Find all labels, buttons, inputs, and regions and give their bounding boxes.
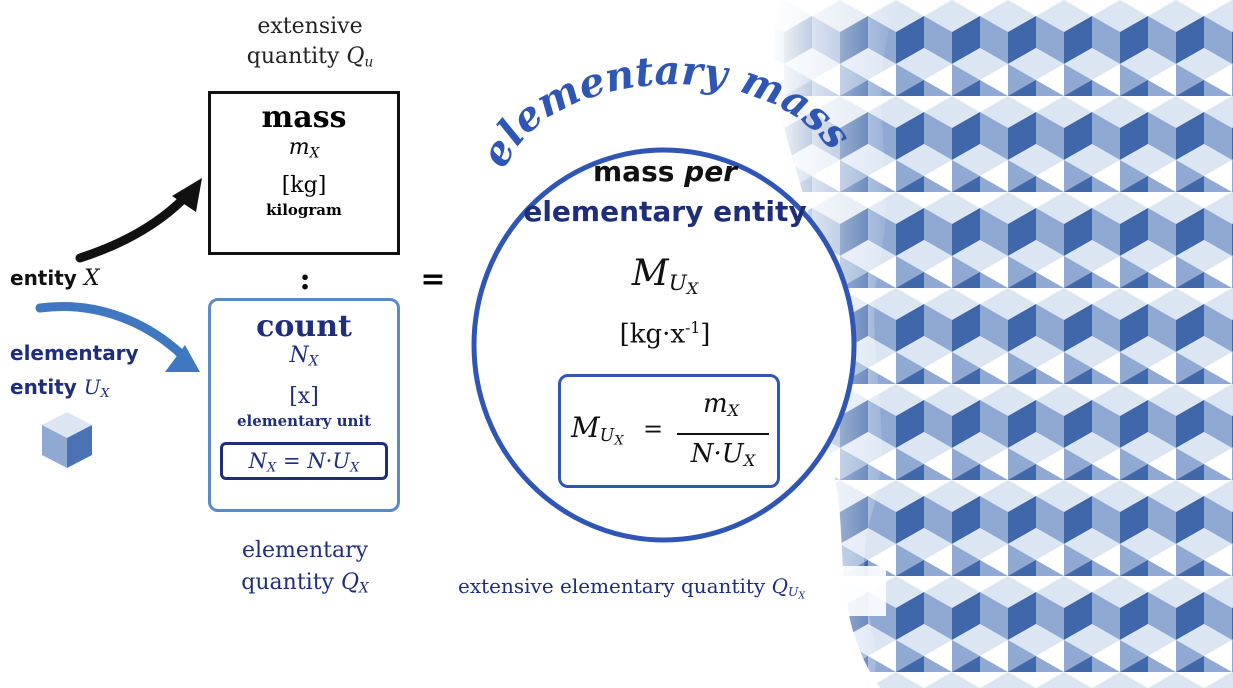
formula-lhs: MUX [571,411,624,449]
arrows [35,178,202,372]
formula-numerator: mX [702,389,740,421]
count-unit: [x] [289,384,319,410]
count-title: count [256,309,352,344]
mass-box: mass mX [kg] kilogram [208,91,400,255]
elementary-mass-symbol: MUX [631,253,699,299]
mass-per-heading: mass per elementary entity [523,155,807,228]
count-formula-box: NX = N·UX [220,442,388,481]
count-unit-name: elementary unit [236,412,372,431]
formula-denominator: N·UX [690,439,756,471]
divide-symbol: : [299,262,311,297]
extensive-elementary-quantity-label: extensive elementary quantity QUX [446,566,886,617]
mass-symbol: mX [288,135,320,162]
mass-unit: [kg] [281,173,327,199]
mass-title: mass [261,100,347,135]
elementary-quantity-label: elementary quantity QX [241,538,369,597]
elementary-entity-label: elementary entity UX [10,341,139,401]
mass-unit-name: kilogram [266,201,342,220]
formula-equals: = [643,415,664,443]
elementary-mass-formula-box: MUX = mX N·UX [558,374,780,488]
count-box: count NX [x] elementary unit NX = N·UX [208,298,400,512]
formula-fraction-bar [677,433,769,435]
entity-x-label: entity X [10,266,100,291]
equals-symbol: = [420,262,446,297]
count-symbol: NX [289,343,319,370]
elementary-mass-unit: [kg·x-1] [619,319,711,350]
cube-icon [42,412,92,468]
extensive-quantity-line2: quantity Qu [246,44,374,71]
extensive-quantity-line1: extensive [257,14,363,39]
extensive-quantity-label: extensive quantity Qu [210,12,410,77]
